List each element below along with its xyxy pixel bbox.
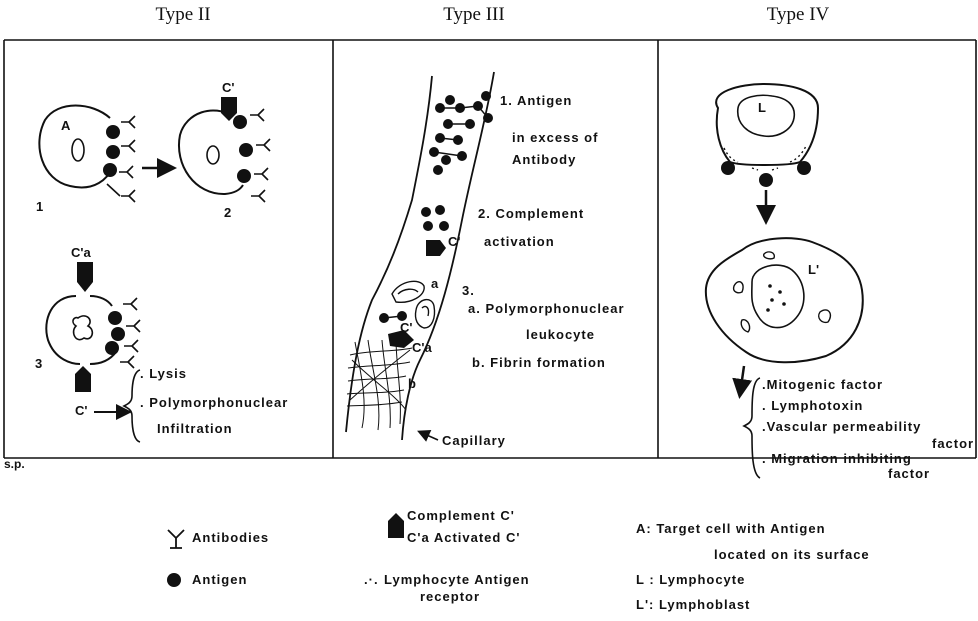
legend-receptor-label-2: receptor bbox=[420, 590, 480, 605]
type-iv-factor-migration: . Migration inhibiting bbox=[762, 452, 912, 467]
type-ii-step-2: 2 bbox=[224, 205, 231, 220]
legend-target-label-2: located on its surface bbox=[714, 548, 870, 563]
legend-antigen-symbol bbox=[167, 573, 181, 587]
type-ii-cell-2 bbox=[179, 97, 270, 202]
type-iii-step-1-line-1: 1. Antigen bbox=[500, 94, 572, 109]
type-ii-c-a: C'a bbox=[71, 245, 91, 260]
type-iii-label-b: b bbox=[408, 376, 416, 391]
type-ii-c-bottom: C' bbox=[75, 403, 87, 418]
type-iii-step-3-number: 3. bbox=[462, 284, 475, 299]
type-iii-c-prime-1: C' bbox=[448, 234, 460, 249]
legend-complement-label: Complement C' bbox=[407, 509, 515, 524]
type-iv-factor-lymphotoxin: . Lymphotoxin bbox=[762, 399, 863, 414]
type-ii-brace bbox=[124, 370, 140, 442]
legend-antibodies-label: Antibodies bbox=[192, 531, 269, 546]
type-iv-factor-mitogenic: .Mitogenic factor bbox=[762, 378, 883, 393]
type-ii-c-prime: C' bbox=[222, 80, 234, 95]
legend-antigen-label: Antigen bbox=[192, 573, 247, 588]
type-ii-outcome-pmn: . Polymorphonuclear bbox=[140, 396, 288, 411]
immune-complex-cluster bbox=[429, 91, 493, 175]
type-ii-step-3: 3 bbox=[35, 356, 42, 371]
type-iii-step-1-line-3: Antibody bbox=[512, 153, 576, 168]
legend-complement-symbol bbox=[388, 513, 404, 538]
type-iv-brace bbox=[744, 378, 760, 478]
legend-lymphoblast-label: L': Lymphoblast bbox=[636, 598, 750, 613]
lymphocyte-cell bbox=[716, 84, 818, 187]
complement-binding-cluster bbox=[421, 205, 449, 256]
type-iv-lymphoblast-label: L' bbox=[808, 262, 819, 277]
type-ii-cell-1 bbox=[39, 106, 135, 203]
type-iii-capillary-label: Capillary bbox=[442, 434, 506, 449]
type-iii-step-1-line-2: in excess of bbox=[512, 131, 598, 146]
type-ii-step-1: 1 bbox=[36, 199, 43, 214]
type-iii-step-3a-line-1: a. Polymorphonuclear bbox=[468, 302, 625, 317]
legend-activated-label: C'a Activated C' bbox=[407, 531, 520, 546]
type-ii-outcome-lysis: . Lysis bbox=[140, 367, 187, 382]
artist-signature: s.p. bbox=[4, 458, 25, 472]
type-iv-factor-vascular-cont: factor bbox=[932, 437, 974, 452]
legend-receptor-label-1: Lymphocyte Antigen bbox=[384, 573, 530, 588]
fibrin-mesh bbox=[347, 338, 412, 430]
polymorphonuclear-leukocytes bbox=[392, 281, 435, 328]
type-iii-step-3b: b. Fibrin formation bbox=[472, 356, 606, 371]
type-ii-cell-label: A bbox=[61, 118, 70, 133]
type-iii-c-a: C'a bbox=[412, 340, 432, 355]
type-iii-step-2-line-1: 2. Complement bbox=[478, 207, 584, 222]
type-iii-c-prime-2: C' bbox=[400, 320, 412, 335]
type-iv-factor-migration-cont: factor bbox=[888, 467, 930, 482]
legend-target-label-1: A: Target cell with Antigen bbox=[636, 522, 826, 537]
type-iv-factor-vascular: .Vascular permeability bbox=[762, 420, 921, 435]
type-ii-cell-3 bbox=[46, 262, 140, 392]
legend-antibody-symbol bbox=[168, 530, 184, 548]
type-iii-label-a: a bbox=[431, 276, 438, 291]
lymphoblast-cell bbox=[706, 238, 863, 362]
legend-receptor-dots: .·. bbox=[364, 573, 379, 588]
type-ii-outcome-infiltration: Infiltration bbox=[157, 422, 233, 437]
legend-lymphocyte-label: L : Lymphocyte bbox=[636, 573, 745, 588]
type-iii-step-2-line-2: activation bbox=[484, 235, 555, 250]
type-iv-lymphocyte-label: L bbox=[758, 100, 766, 115]
type-iii-step-3a-line-2: leukocyte bbox=[526, 328, 595, 343]
